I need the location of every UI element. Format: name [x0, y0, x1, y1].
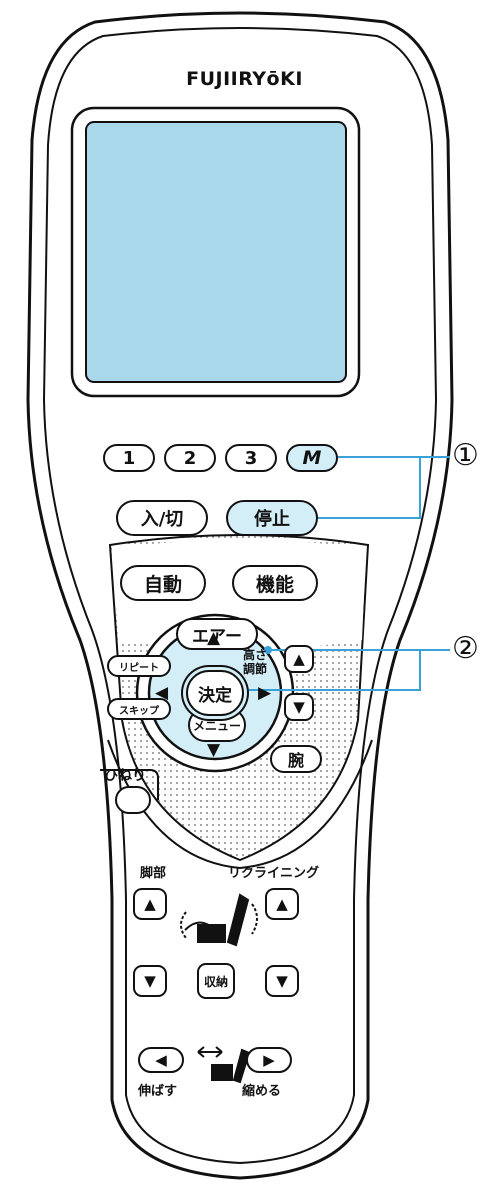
left-arrow-icon: ◀ [155, 1050, 167, 1069]
dpad-down-icon[interactable]: ▼ [207, 740, 221, 760]
extend-label: 伸ばす [138, 1084, 178, 1099]
recline-down-button[interactable]: ▼ [265, 965, 299, 997]
arm-button[interactable]: 腕 [270, 745, 322, 773]
brand-logo: FUJIIRYōKI [186, 68, 303, 90]
repeat-button[interactable]: リピート [107, 655, 171, 677]
air-button[interactable]: エアー [176, 618, 258, 650]
right-arrow-icon: ▶ [263, 1050, 275, 1069]
dpad-left-icon[interactable]: ◀ [155, 683, 169, 703]
dpad-up-icon[interactable]: ▲ [207, 628, 221, 648]
stop-button[interactable]: 停止 [226, 500, 318, 536]
leg-down-button[interactable]: ▼ [133, 965, 167, 997]
dpad-right-icon[interactable]: ▶ [258, 683, 272, 703]
down-arrow-icon: ▼ [293, 697, 305, 716]
callout-line-1 [310, 456, 421, 519]
callout-line-2 [215, 649, 421, 691]
down-arrow-icon: ▼ [144, 971, 156, 990]
up-arrow-icon: ▲ [293, 649, 305, 668]
power-button[interactable]: 入/切 [116, 500, 208, 536]
up-arrow-icon: ▲ [144, 894, 156, 913]
retract-label: 縮める [242, 1084, 282, 1099]
height-label: 高さ 調節 [243, 648, 268, 676]
twist-button[interactable] [115, 786, 151, 814]
store-button[interactable]: 収納 [197, 963, 235, 999]
enter-button[interactable]: 決定 [186, 670, 244, 716]
height-up-button[interactable]: ▲ [284, 645, 314, 673]
memory-button-3[interactable]: 3 [225, 444, 277, 472]
extend-button[interactable]: ◀ [138, 1047, 184, 1073]
memory-button-1[interactable]: 1 [103, 444, 155, 472]
memory-button-m[interactable]: M [286, 444, 338, 472]
down-arrow-icon: ▼ [276, 971, 288, 990]
leg-up-button[interactable]: ▲ [133, 888, 167, 920]
lcd-screen [85, 121, 347, 383]
callout-1: ① [452, 438, 479, 473]
recline-seat-icon [197, 893, 250, 947]
leg-label: 脚部 [140, 866, 167, 881]
height-down-button[interactable]: ▼ [284, 693, 314, 721]
skip-button[interactable]: スキップ [107, 698, 171, 720]
recline-label: リクライニング [228, 866, 320, 881]
retract-button[interactable]: ▶ [246, 1047, 292, 1073]
recline-up-button[interactable]: ▲ [265, 888, 299, 920]
memory-button-2[interactable]: 2 [164, 444, 216, 472]
twist-label: ひねり [104, 768, 146, 784]
function-button[interactable]: 機能 [232, 565, 318, 601]
auto-button[interactable]: 自動 [120, 565, 206, 601]
up-arrow-icon: ▲ [276, 894, 288, 913]
callout-2: ② [452, 631, 479, 666]
